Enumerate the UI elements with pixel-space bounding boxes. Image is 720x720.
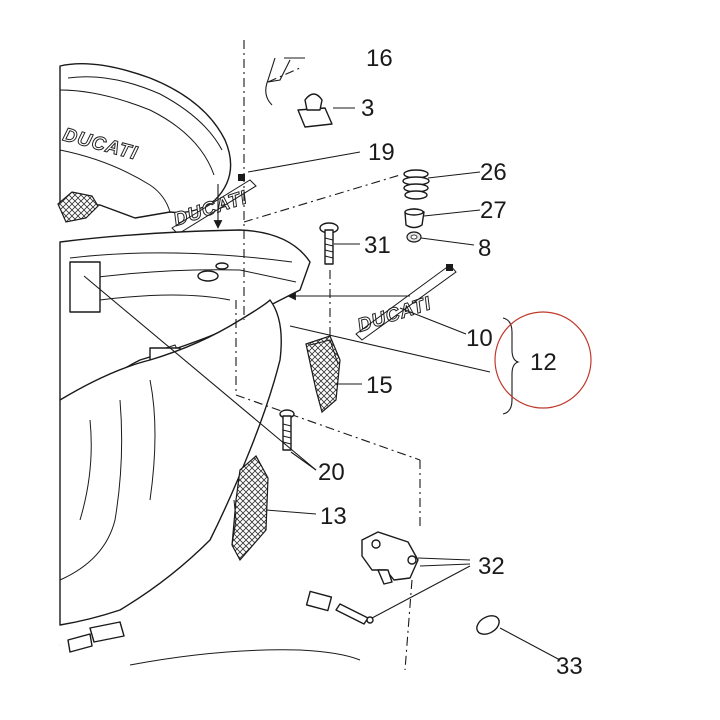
part-3-clip bbox=[297, 93, 355, 128]
part-26-spring bbox=[402, 169, 481, 200]
guide-line-vertical-5 bbox=[404, 579, 413, 671]
callout-33: 33 bbox=[556, 653, 583, 680]
release-cable bbox=[59, 590, 374, 653]
callout-3: 3 bbox=[361, 95, 374, 122]
part-13-panel bbox=[231, 455, 317, 562]
callout-10: 10 bbox=[466, 325, 493, 352]
tail-body bbox=[59, 229, 311, 401]
callout-19: 19 bbox=[368, 139, 395, 166]
part-32-latch bbox=[361, 531, 471, 619]
leader-19 bbox=[247, 151, 361, 173]
highlight-circle-12 bbox=[494, 311, 592, 409]
callout-15: 15 bbox=[366, 372, 393, 399]
brace-12 bbox=[502, 317, 520, 415]
part-10-decal: DUCATI bbox=[287, 264, 467, 341]
guide-line-diagonal-2 bbox=[235, 394, 421, 461]
callout-26: 26 bbox=[480, 159, 507, 186]
lower-body-shell bbox=[59, 299, 282, 626]
callout-31: 31 bbox=[364, 232, 391, 259]
part-15-panel bbox=[305, 335, 362, 414]
leader-12 bbox=[289, 325, 491, 373]
part-31-screw bbox=[319, 222, 360, 265]
left-bracket bbox=[57, 191, 99, 223]
callout-13: 13 bbox=[320, 503, 347, 530]
callout-27: 27 bbox=[480, 197, 507, 224]
part-20-screw bbox=[279, 409, 317, 471]
part-16-bracket bbox=[265, 57, 305, 106]
part-33-oring bbox=[476, 615, 561, 661]
part-8-nut bbox=[406, 231, 475, 246]
leader-20-long bbox=[83, 275, 317, 471]
callout-32: 32 bbox=[478, 553, 505, 580]
decal-logo-10: DUCATI bbox=[355, 293, 434, 337]
callout-12: 12 bbox=[530, 349, 557, 376]
part-27-buffer bbox=[404, 208, 481, 229]
callout-8: 8 bbox=[478, 235, 491, 262]
decal-10-end-mark bbox=[446, 264, 453, 271]
seat: DUCATI bbox=[59, 63, 232, 219]
lower-trim bbox=[129, 649, 361, 666]
guide-line-short bbox=[267, 67, 301, 83]
guide-line-diagonal-1 bbox=[243, 174, 401, 223]
callout-16: 16 bbox=[366, 45, 393, 72]
decal-end-mark bbox=[238, 174, 245, 181]
callout-20: 20 bbox=[318, 459, 345, 486]
